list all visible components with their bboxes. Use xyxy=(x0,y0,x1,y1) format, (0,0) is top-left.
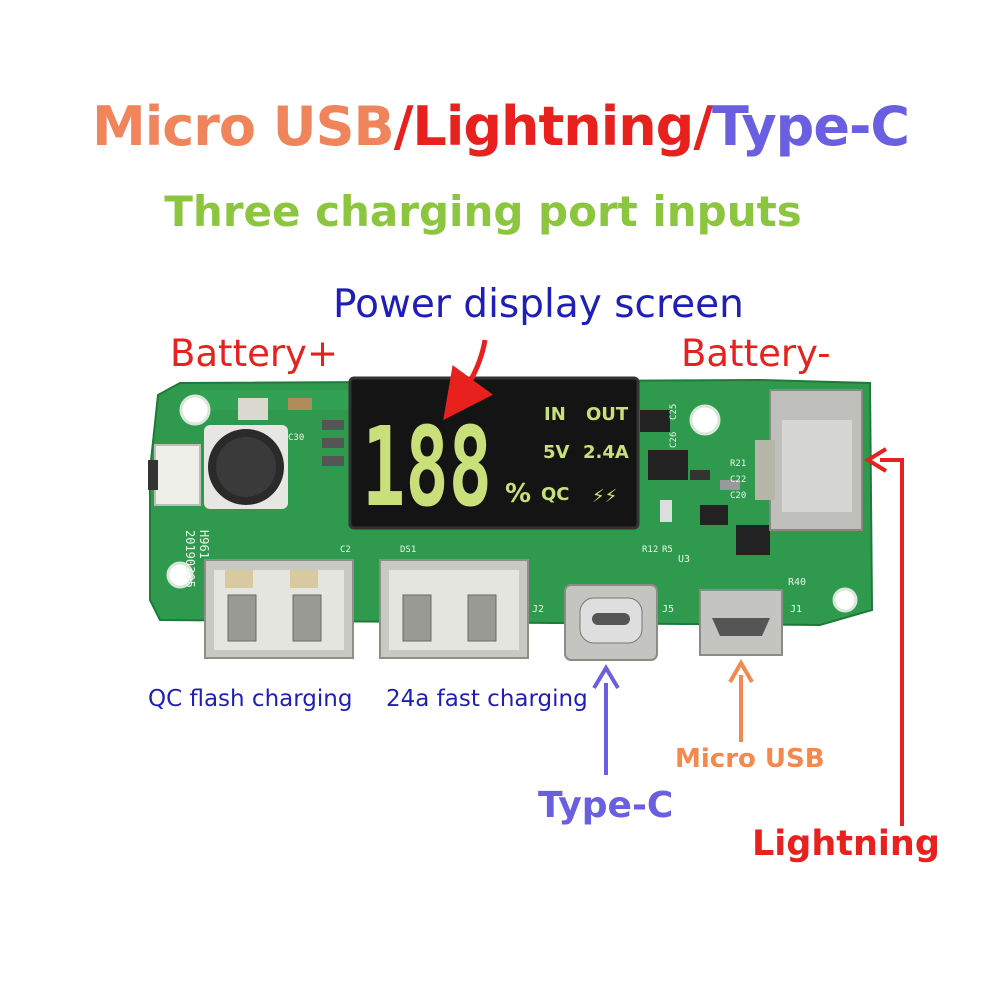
silkscreen-board: H961 xyxy=(197,530,211,559)
pad xyxy=(238,398,268,420)
type-c-port xyxy=(564,584,658,661)
silkscreen-label: J1 xyxy=(790,604,802,615)
lightning-port xyxy=(755,389,863,531)
lcd-digits: 188 xyxy=(362,403,492,531)
silkscreen-label: C20 xyxy=(730,491,746,501)
title-type-c: Type-C xyxy=(712,95,910,158)
lightning-arrow xyxy=(864,447,904,826)
lcd-qc: QC xyxy=(541,484,570,505)
label-battery-minus: Battery- xyxy=(681,332,831,375)
lcd-bolt-icon: ⚡⚡ xyxy=(592,486,617,507)
mounting-hole xyxy=(179,394,211,426)
lcd-display xyxy=(348,376,640,530)
label-type-c: Type-C xyxy=(538,785,674,826)
label-fast-charging: 24a fast charging xyxy=(386,686,588,712)
usb-a-port-qc xyxy=(204,559,354,659)
title-separator: / xyxy=(693,95,713,158)
title-lightning: Lightning xyxy=(412,95,694,158)
silkscreen-label: C30 xyxy=(288,433,304,443)
lcd-current: 2.4A xyxy=(583,442,629,463)
silkscreen-label: U3 xyxy=(678,554,690,565)
lcd-voltage: 5V xyxy=(543,442,570,463)
battery-connector xyxy=(154,444,201,506)
silkscreen-label: C25 xyxy=(669,404,679,420)
silkscreen-label: C26 xyxy=(669,432,679,448)
mounting-hole xyxy=(689,404,721,436)
label-micro-usb: Micro USB xyxy=(675,744,825,774)
silkscreen-label: R12 xyxy=(642,545,658,555)
page-subtitle: Three charging port inputs xyxy=(164,187,802,236)
type-c-arrow xyxy=(592,664,620,775)
silkscreen-label: R40 xyxy=(788,577,806,588)
micro-usb-port xyxy=(699,589,783,656)
label-display: Power display screen xyxy=(333,282,744,327)
silkscreen-label: J5 xyxy=(662,604,674,615)
title-micro-usb: Micro USB xyxy=(92,95,395,158)
silkscreen-label: R5 xyxy=(662,545,673,555)
silkscreen-label: J2 xyxy=(532,604,544,615)
usb-a-port-fast xyxy=(379,559,529,659)
lcd-in-label: IN xyxy=(544,404,566,425)
silkscreen-date: 20190305 xyxy=(183,530,197,588)
display-arrow xyxy=(443,339,493,421)
silkscreen-label: C2 xyxy=(340,545,351,555)
silkscreen-label: R21 xyxy=(730,459,746,469)
mounting-hole xyxy=(166,561,194,589)
label-lightning: Lightning xyxy=(752,824,940,864)
silkscreen-label: DS1 xyxy=(400,545,416,555)
micro-usb-arrow xyxy=(728,659,754,742)
lcd-out-label: OUT xyxy=(586,404,629,425)
silkscreen-label: C22 xyxy=(730,475,746,485)
lcd-percent: % xyxy=(505,479,531,509)
page-title: Micro USB/Lightning/Type-C xyxy=(0,95,1001,158)
label-qc-charging: QC flash charging xyxy=(148,686,353,712)
label-battery-plus: Battery+ xyxy=(170,332,338,375)
mounting-hole xyxy=(832,587,858,613)
title-separator: / xyxy=(393,95,414,158)
